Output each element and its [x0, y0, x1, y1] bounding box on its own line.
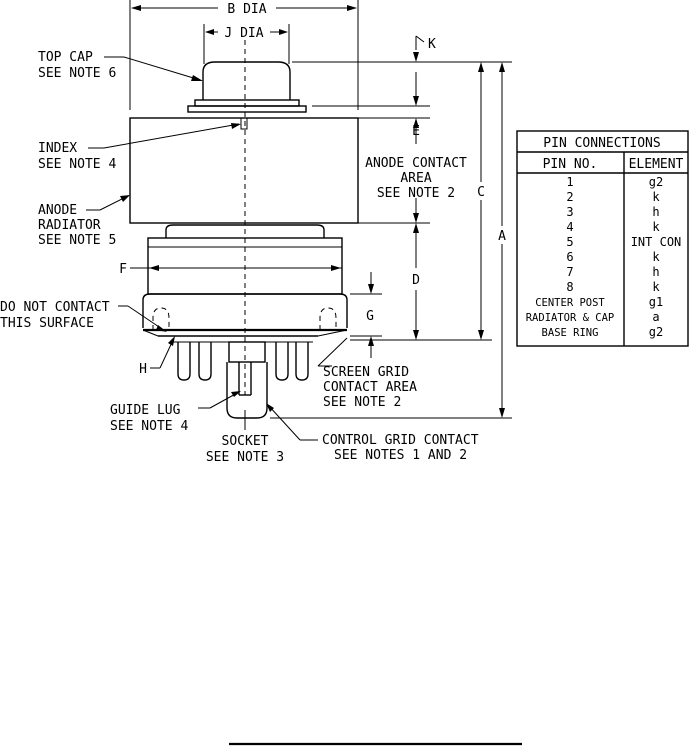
e-label: E	[412, 124, 420, 139]
svg-text:CONTACT AREA: CONTACT AREA	[323, 380, 417, 395]
pin-number-cell: 3	[566, 205, 573, 219]
svg-text:SEE NOTE 3: SEE NOTE 3	[206, 450, 284, 465]
svg-text:SEE NOTE 4: SEE NOTE 4	[110, 419, 188, 434]
pin-element-cell: a	[652, 310, 659, 324]
c-dimension: C	[350, 61, 492, 341]
callout-screen-grid: SCREEN GRID CONTACT AREA SEE NOTE 2	[323, 365, 417, 410]
pin-number-cell: BASE RING	[542, 327, 599, 339]
svg-text:CONTROL GRID CONTACT: CONTROL GRID CONTACT	[322, 433, 479, 448]
callout-top-cap: TOP CAP SEE NOTE 6	[38, 50, 116, 81]
g-label: G	[366, 309, 374, 324]
pin-table-title: PIN CONNECTIONS	[543, 136, 660, 151]
pin-number-cell: 8	[566, 280, 573, 294]
callout-anode-radiator: ANODE RADIATOR SEE NOTE 5	[38, 203, 116, 248]
pin-number-cell: 2	[566, 190, 573, 204]
pin-number-cell: RADIATOR & CAP	[526, 312, 615, 324]
pin-element-cell: k	[652, 250, 660, 264]
pin-number-cell: 7	[566, 265, 573, 279]
svg-text:GUIDE LUG: GUIDE LUG	[110, 403, 181, 418]
pin-element-cell: k	[652, 190, 660, 204]
pin-element-cell: k	[652, 280, 660, 294]
d-label: D	[412, 273, 420, 288]
f-dimension: F	[119, 262, 342, 277]
callout-guide-lug: GUIDE LUG SEE NOTE 4	[110, 403, 188, 434]
svg-text:SOCKET: SOCKET	[222, 434, 269, 449]
svg-text:ANODE: ANODE	[38, 203, 77, 218]
anode-radiator-body	[129, 117, 359, 224]
callout-do-not-contact: DO NOT CONTACT THIS SURFACE	[0, 300, 110, 331]
svg-text:SCREEN GRID: SCREEN GRID	[323, 365, 409, 380]
pin-table-header-element: ELEMENT	[629, 157, 684, 172]
j-dia-label: J DIA	[224, 26, 263, 41]
b-dia-dimension: B DIA	[129, 0, 359, 110]
svg-text:THIS SURFACE: THIS SURFACE	[0, 316, 94, 331]
svg-text:AREA: AREA	[400, 171, 431, 186]
a-dimension: A	[270, 61, 512, 419]
svg-text:TOP CAP: TOP CAP	[38, 50, 93, 65]
svg-text:ANODE CONTACT: ANODE CONTACT	[365, 156, 467, 171]
pin-number-cell: 1	[566, 175, 573, 189]
pin-element-cell: INT CON	[631, 235, 682, 249]
svg-text:RADIATOR: RADIATOR	[38, 218, 101, 233]
pin-number-cell: CENTER POST	[535, 297, 605, 309]
pin-element-cell: k	[652, 220, 660, 234]
leader-lines	[86, 56, 348, 441]
g-dimension: G	[350, 272, 382, 358]
pin-number-cell: 5	[566, 235, 573, 249]
pin-element-cell: h	[652, 205, 659, 219]
svg-text:DO NOT CONTACT: DO NOT CONTACT	[0, 300, 110, 315]
a-label: A	[498, 229, 506, 244]
svg-text:SEE NOTE 4: SEE NOTE 4	[38, 157, 116, 172]
k-dimension: K	[292, 35, 436, 107]
callout-index: INDEX SEE NOTE 4	[38, 141, 116, 172]
pin-element-cell: g2	[649, 325, 663, 339]
pin-connections-table: PIN CONNECTIONS PIN NO. ELEMENT 1 g2 2 k 3 h 4…	[516, 130, 689, 347]
c-label: C	[477, 185, 485, 200]
base-pins	[173, 341, 313, 381]
e-d-dimension: E D	[358, 117, 430, 340]
pin-number-cell: 4	[566, 220, 573, 234]
svg-text:SEE NOTE 2: SEE NOTE 2	[323, 395, 401, 410]
callout-anode-contact-area: ANODE CONTACT AREA SEE NOTE 2	[365, 156, 467, 201]
pin-table-header-pin: PIN NO.	[543, 157, 598, 172]
callout-socket: SOCKET SEE NOTE 3	[206, 434, 284, 465]
pin-element-cell: g1	[649, 295, 663, 309]
pin-element-cell: h	[652, 265, 659, 279]
h-label: H	[139, 362, 147, 377]
svg-text:INDEX: INDEX	[38, 141, 77, 156]
top-cap	[187, 61, 307, 113]
svg-text:SEE NOTES 1 AND 2: SEE NOTES 1 AND 2	[334, 448, 467, 463]
k-label: K	[428, 37, 436, 52]
center-post	[226, 341, 268, 419]
svg-text:SEE NOTE 2: SEE NOTE 2	[377, 186, 455, 201]
pin-element-cell: g2	[649, 175, 663, 189]
f-label: F	[119, 262, 127, 277]
j-dia-dimension: J DIA	[203, 24, 290, 64]
b-dia-label: B DIA	[227, 2, 266, 17]
h-dimension: H	[139, 336, 175, 377]
svg-text:SEE NOTE 6: SEE NOTE 6	[38, 66, 116, 81]
pin-number-cell: 6	[566, 250, 573, 264]
callout-control-grid: CONTROL GRID CONTACT SEE NOTES 1 AND 2	[322, 433, 479, 463]
svg-text:SEE NOTE 5: SEE NOTE 5	[38, 233, 116, 248]
